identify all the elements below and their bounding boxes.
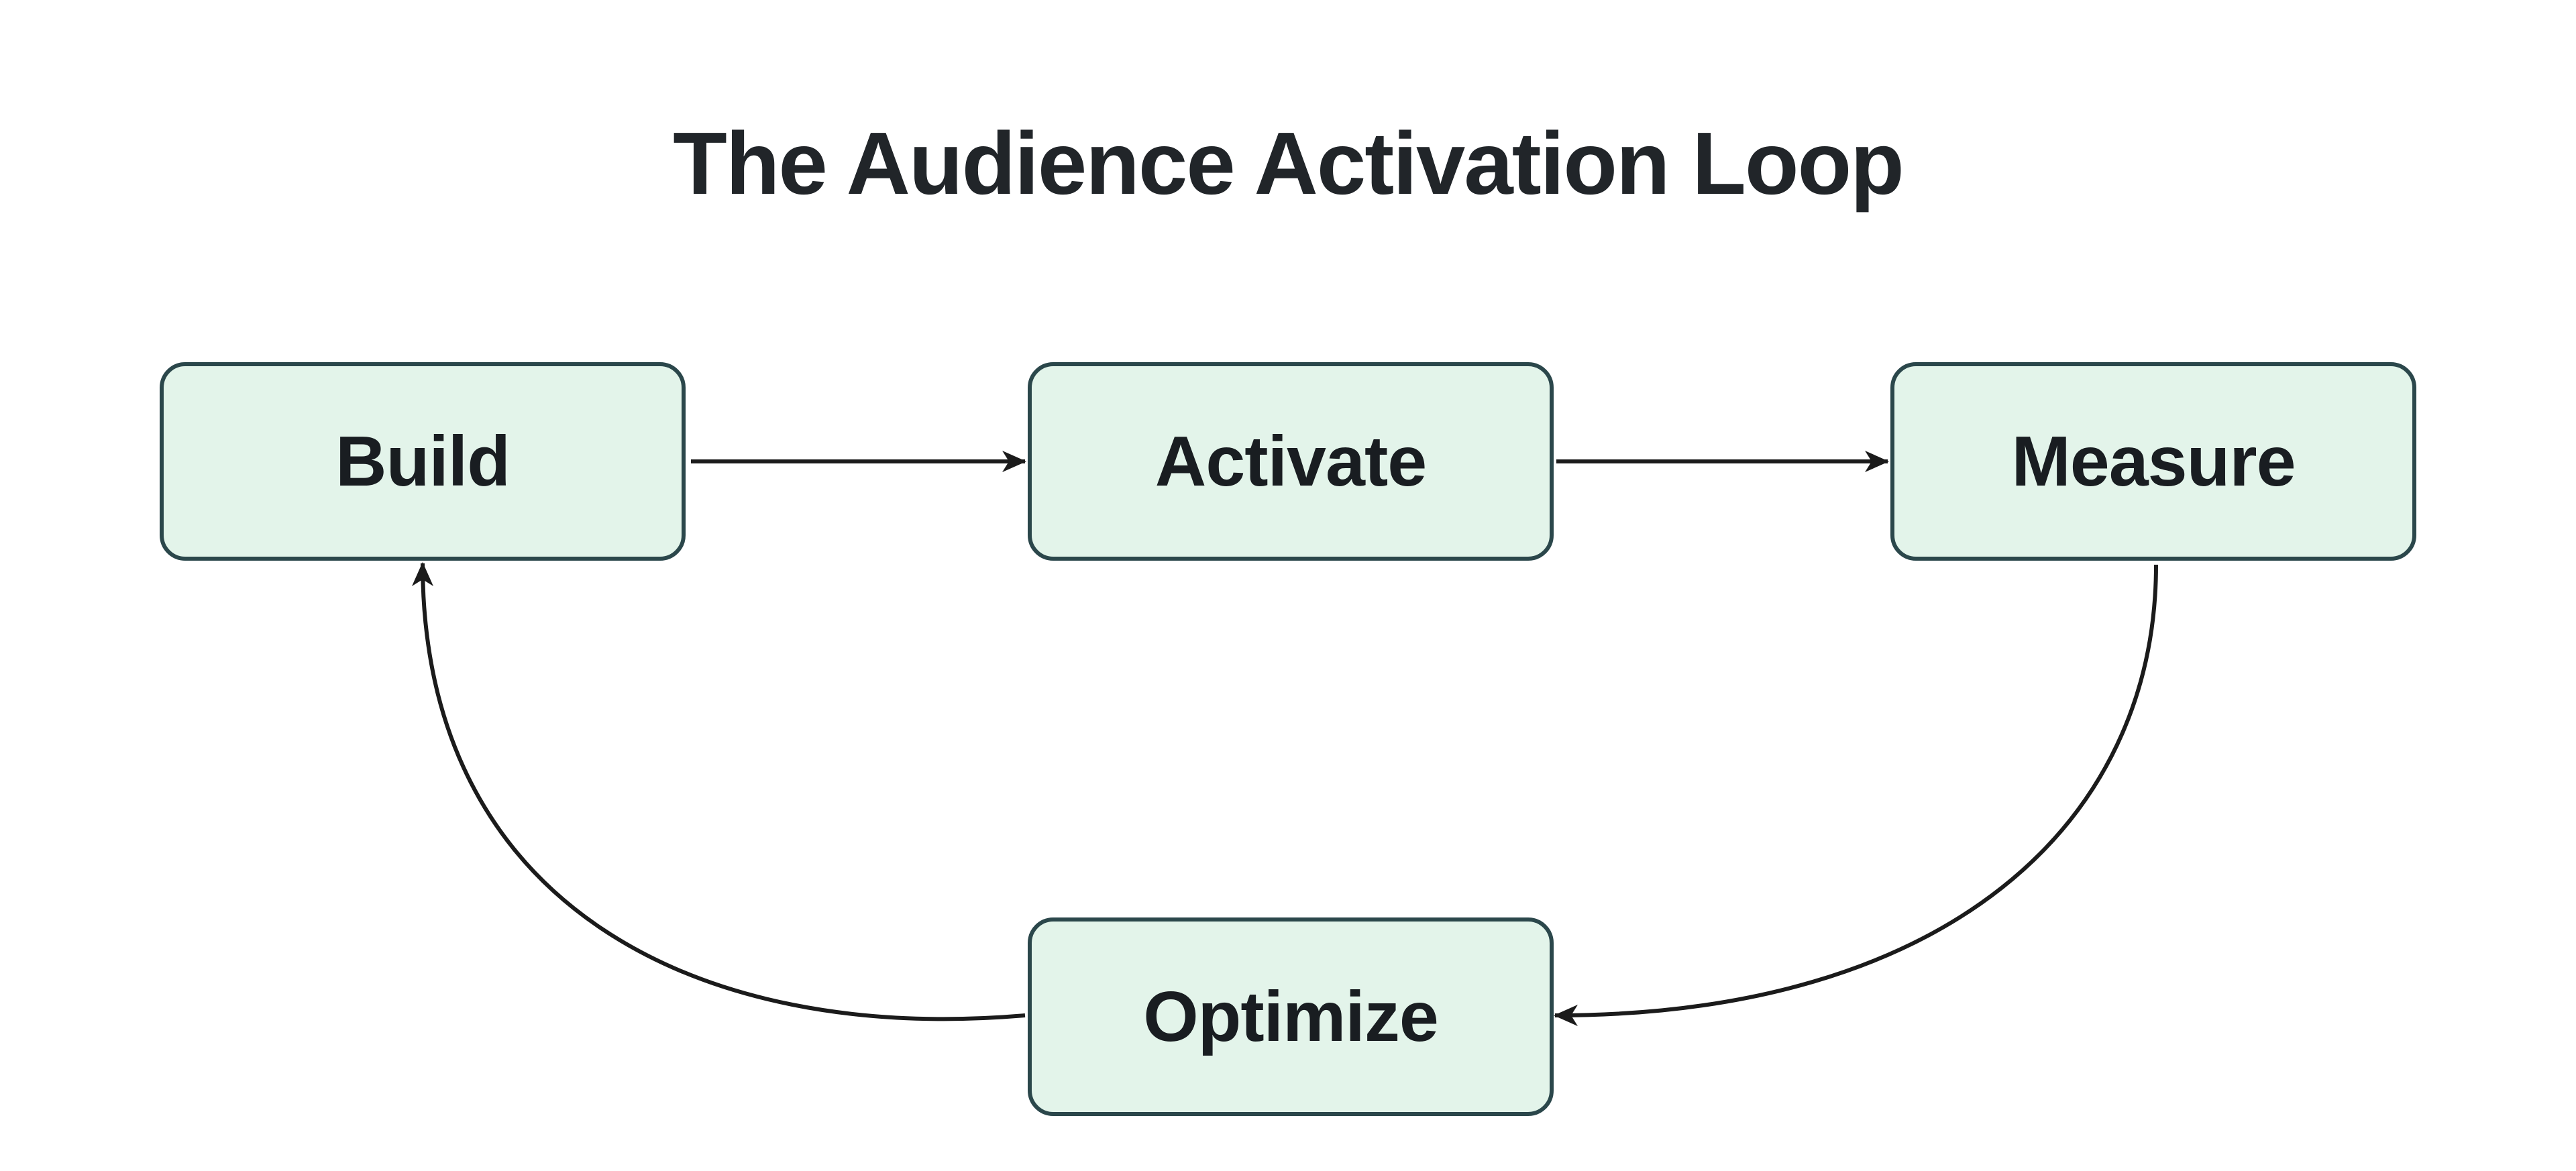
edge-optimize-to-build: [412, 562, 1026, 1021]
node-optimize-label: Optimize: [1143, 977, 1439, 1056]
diagram-title: The Audience Activation Loop: [673, 114, 1904, 213]
node-activate-label: Activate: [1155, 421, 1427, 501]
node-optimize: Optimize: [1028, 917, 1554, 1116]
node-activate: Activate: [1028, 362, 1554, 561]
node-measure-label: Measure: [2011, 421, 2296, 501]
node-measure: Measure: [1890, 362, 2416, 561]
edge-measure-to-optimize: [1554, 564, 2158, 1026]
node-build-label: Build: [335, 421, 511, 501]
node-build: Build: [160, 362, 686, 561]
